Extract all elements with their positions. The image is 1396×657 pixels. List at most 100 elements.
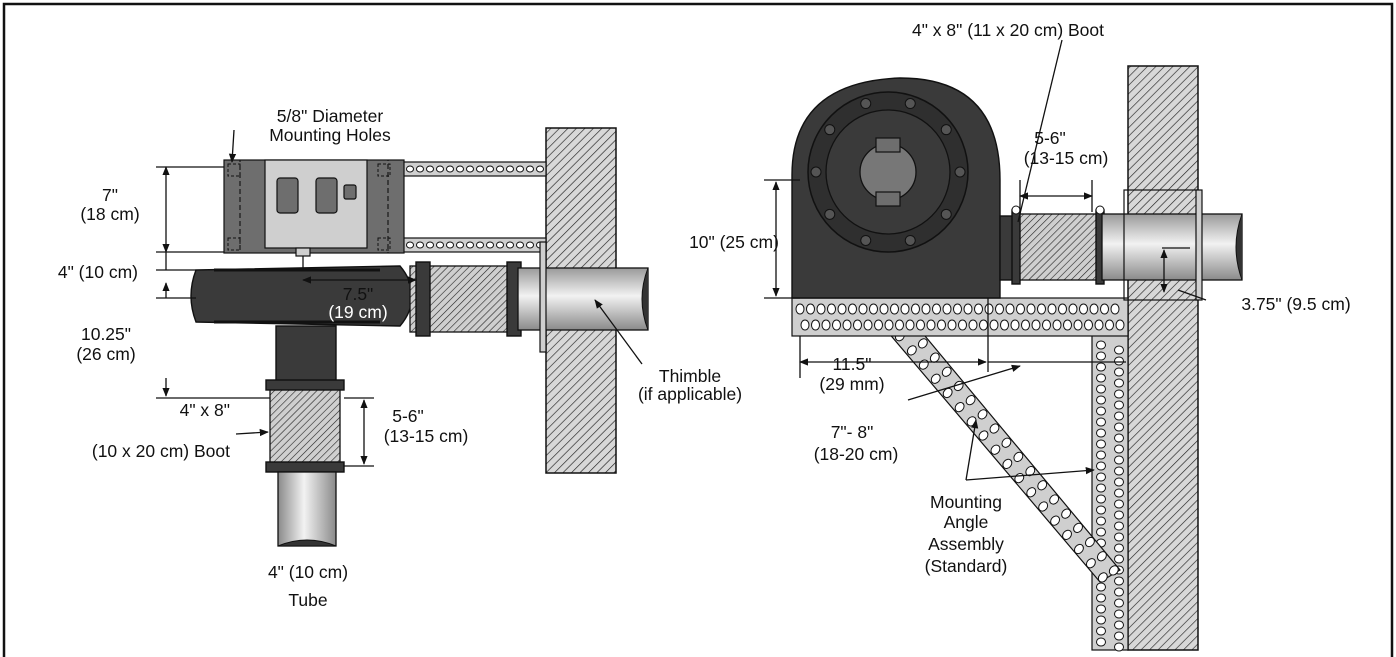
perforation-hole (1038, 501, 1049, 512)
perforation-hole (989, 423, 1000, 434)
label-dim-7-in: 7" (102, 185, 118, 205)
perforation-hole (1096, 527, 1106, 537)
perforation-hole (1114, 422, 1124, 432)
perforation-hole (1096, 384, 1106, 394)
perforation-hole (486, 165, 494, 173)
perforation-hole (1096, 428, 1106, 438)
label-dim-11-5-mm: (29 mm) (819, 374, 884, 394)
perforation-hole (1063, 319, 1072, 331)
perforation-hole (953, 303, 962, 315)
perforation-hole (837, 303, 847, 315)
perforation-hole (958, 319, 967, 331)
perforation-hole (858, 303, 868, 315)
perforation-hole (1096, 472, 1106, 482)
exhaust-pipe (517, 267, 649, 331)
perforation-hole (1114, 455, 1124, 465)
label-standard: (Standard) (925, 556, 1008, 576)
perforation-hole (1114, 411, 1124, 421)
perforation-hole (1097, 572, 1108, 583)
label-dim-4-offset: 4" (10 cm) (58, 262, 138, 282)
perforation-hole (821, 319, 831, 331)
perforation-hole (911, 303, 920, 315)
perforation-hole (795, 303, 805, 315)
perforation-hole (1016, 303, 1025, 315)
perforation-hole (1114, 345, 1124, 355)
perforation-hole (954, 402, 965, 413)
label-height: 10" (25 cm) (689, 232, 779, 252)
housing-bolt (940, 208, 952, 220)
housing-bolt (954, 166, 966, 178)
perforation-hole (1114, 367, 1124, 377)
perforation-hole (1114, 521, 1124, 531)
perforation-hole (1096, 615, 1106, 625)
label-boot-length-cm: (13-15 cm) (384, 426, 469, 446)
label-mounting: Mounting (930, 492, 1002, 512)
perforation-hole (968, 319, 978, 331)
perforation-hole (947, 319, 957, 331)
right-wall (1127, 65, 1199, 651)
perforation-hole (516, 165, 524, 173)
perforation-hole (890, 303, 899, 315)
perforation-hole (848, 303, 857, 315)
perforation-hole (1058, 303, 1067, 315)
perforation-hole (1062, 529, 1072, 540)
perforation-hole (1114, 466, 1124, 476)
perforation-hole (486, 241, 494, 249)
perforation-hole (1114, 389, 1124, 399)
perforation-hole (1114, 642, 1124, 652)
perforation-hole (1096, 626, 1106, 636)
perforation-hole (1089, 303, 1099, 315)
label-dim-10-25-cm: (26 cm) (76, 344, 135, 364)
left-upper-strap (399, 161, 547, 177)
perforation-hole (456, 165, 464, 173)
thimble (539, 241, 547, 353)
label-right-boot-length-in: 5-6" (1034, 128, 1066, 148)
label-dim-10-25-in: 10.25" (81, 324, 131, 344)
perforation-hole (932, 303, 941, 315)
perforation-hole (1114, 433, 1124, 443)
perforation-hole (1114, 609, 1124, 619)
label-boot-size-cm: (10 x 20 cm) Boot (92, 441, 230, 461)
perforation-hole (1026, 303, 1036, 315)
perforation-hole (974, 303, 983, 315)
perforation-hole (516, 241, 524, 249)
perforation-hole (526, 241, 534, 249)
perforation-hole (1068, 303, 1078, 315)
label-dim-11-5-in: 11.5" (833, 354, 872, 374)
perforation-hole (1079, 303, 1088, 315)
perforation-hole (426, 165, 434, 173)
perforation-hole (869, 303, 878, 315)
perforation-hole (916, 319, 925, 331)
perforation-hole (416, 241, 424, 249)
housing-bolt (940, 124, 952, 136)
perforation-hole (1096, 439, 1106, 449)
perforation-hole (832, 319, 841, 331)
perforation-hole (853, 319, 862, 331)
right-pipe (1101, 213, 1243, 281)
perforation-hole (937, 319, 946, 331)
label-dim-7-5-in: 7.5" (343, 284, 374, 304)
perforation-hole (456, 241, 464, 249)
vertical-outlet (275, 325, 337, 383)
label-dim-7-8-cm: (18-20 cm) (814, 444, 899, 464)
perforation-hole (476, 241, 484, 249)
perforation-hole (1115, 319, 1125, 331)
perforation-hole (895, 319, 904, 331)
perforation-hole (1094, 319, 1104, 331)
perforation-hole (406, 165, 414, 173)
perforation-hole (1096, 483, 1106, 493)
perforation-hole (942, 303, 952, 315)
label-assembly: Assembly (928, 534, 1004, 554)
perforation-hole (806, 303, 815, 315)
perforation-hole (941, 366, 952, 377)
perforation-hole (926, 319, 936, 331)
perforation-hole (989, 319, 999, 331)
perforation-hole (942, 387, 953, 399)
perforation-hole (1114, 587, 1124, 597)
perforation-hole (496, 241, 504, 249)
perforation-hole (995, 303, 1004, 315)
perforation-hole (1096, 351, 1106, 361)
perforation-hole (446, 241, 454, 249)
perforation-hole (1042, 319, 1051, 331)
